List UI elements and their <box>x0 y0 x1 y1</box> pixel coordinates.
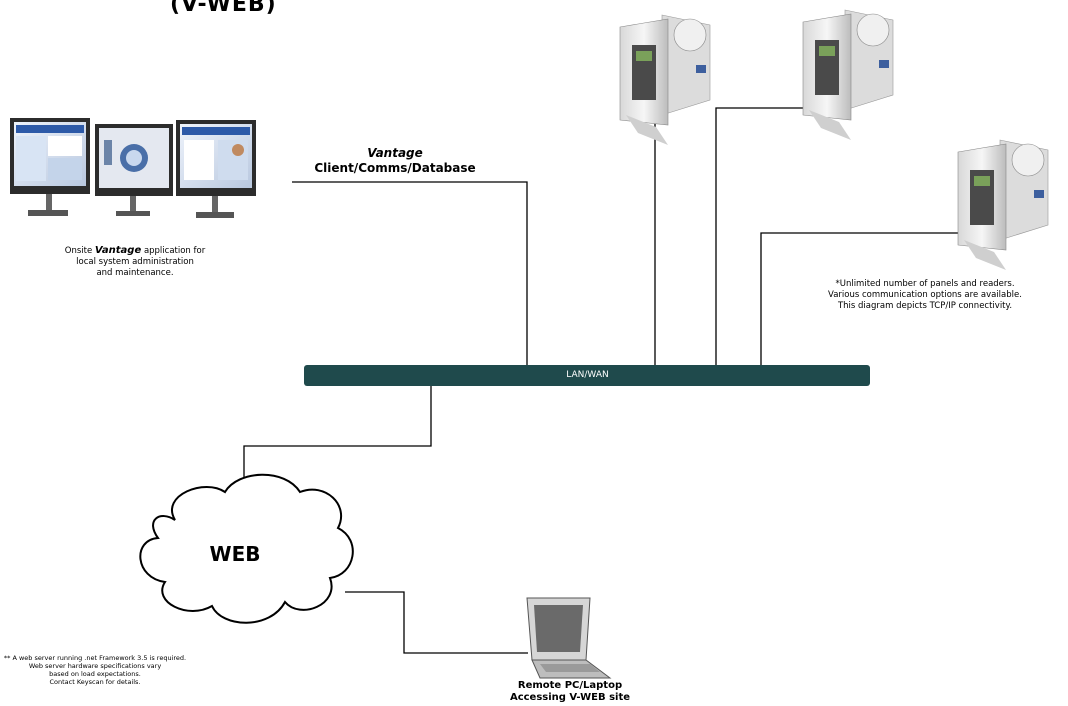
panels-note-line2: Various communication options are availa… <box>828 290 1022 300</box>
web-server-note: ** A web server running .net Framework 3… <box>0 654 190 686</box>
panels-note-line1: *Unlimited number of panels and readers. <box>835 279 1015 289</box>
onsite-brand: Vantage <box>94 245 142 256</box>
onsite-line1-rest: application for <box>143 246 206 256</box>
remote-line2: Accessing V-WEB site <box>509 692 631 703</box>
cloud-label: WEB <box>209 542 261 566</box>
remote-laptop-label: Remote PC/Laptop Accessing V-WEB site <box>470 680 670 704</box>
laptop-link <box>345 591 528 654</box>
vantage-brand: Vantage <box>367 146 423 160</box>
onsite-prefix: Onsite <box>64 246 93 256</box>
web-server-note-line3: based on load expectations. <box>49 670 141 678</box>
laptop-icon <box>526 597 612 679</box>
vantage-client-label: Vantage Client/Comms/Database <box>270 146 520 176</box>
vantage-client-link <box>292 181 528 366</box>
cloud-icon <box>139 473 354 624</box>
web-server-note-line4: Contact Keyscan for details. <box>49 678 141 686</box>
lan-wan-label: LAN/WAN <box>566 370 609 380</box>
connection-lines <box>243 107 958 654</box>
panels-note: *Unlimited number of panels and readers.… <box>765 279 1068 312</box>
access-panel-icon <box>619 9 1049 270</box>
web-link <box>243 384 432 500</box>
diagram-title: (V-WEB) <box>170 0 277 17</box>
monitor-icon <box>10 118 256 218</box>
vantage-subtitle: Client/Comms/Database <box>314 161 476 175</box>
web-server-note-line2: Web server hardware specifications vary <box>28 662 162 670</box>
remote-line1: Remote PC/Laptop <box>517 680 623 691</box>
lan-wan-bar <box>304 365 870 386</box>
panel-link-3 <box>760 232 958 366</box>
panels-note-line3: This diagram depicts TCP/IP connectivity… <box>837 301 1013 311</box>
onsite-line2: local system administration <box>76 257 194 267</box>
onsite-note: Onsite Vantage application for local sys… <box>10 245 260 279</box>
panel-link-2 <box>715 107 808 366</box>
onsite-line3: and maintenance. <box>96 268 174 278</box>
web-server-note-line1: ** A web server running .net Framework 3… <box>3 654 187 662</box>
